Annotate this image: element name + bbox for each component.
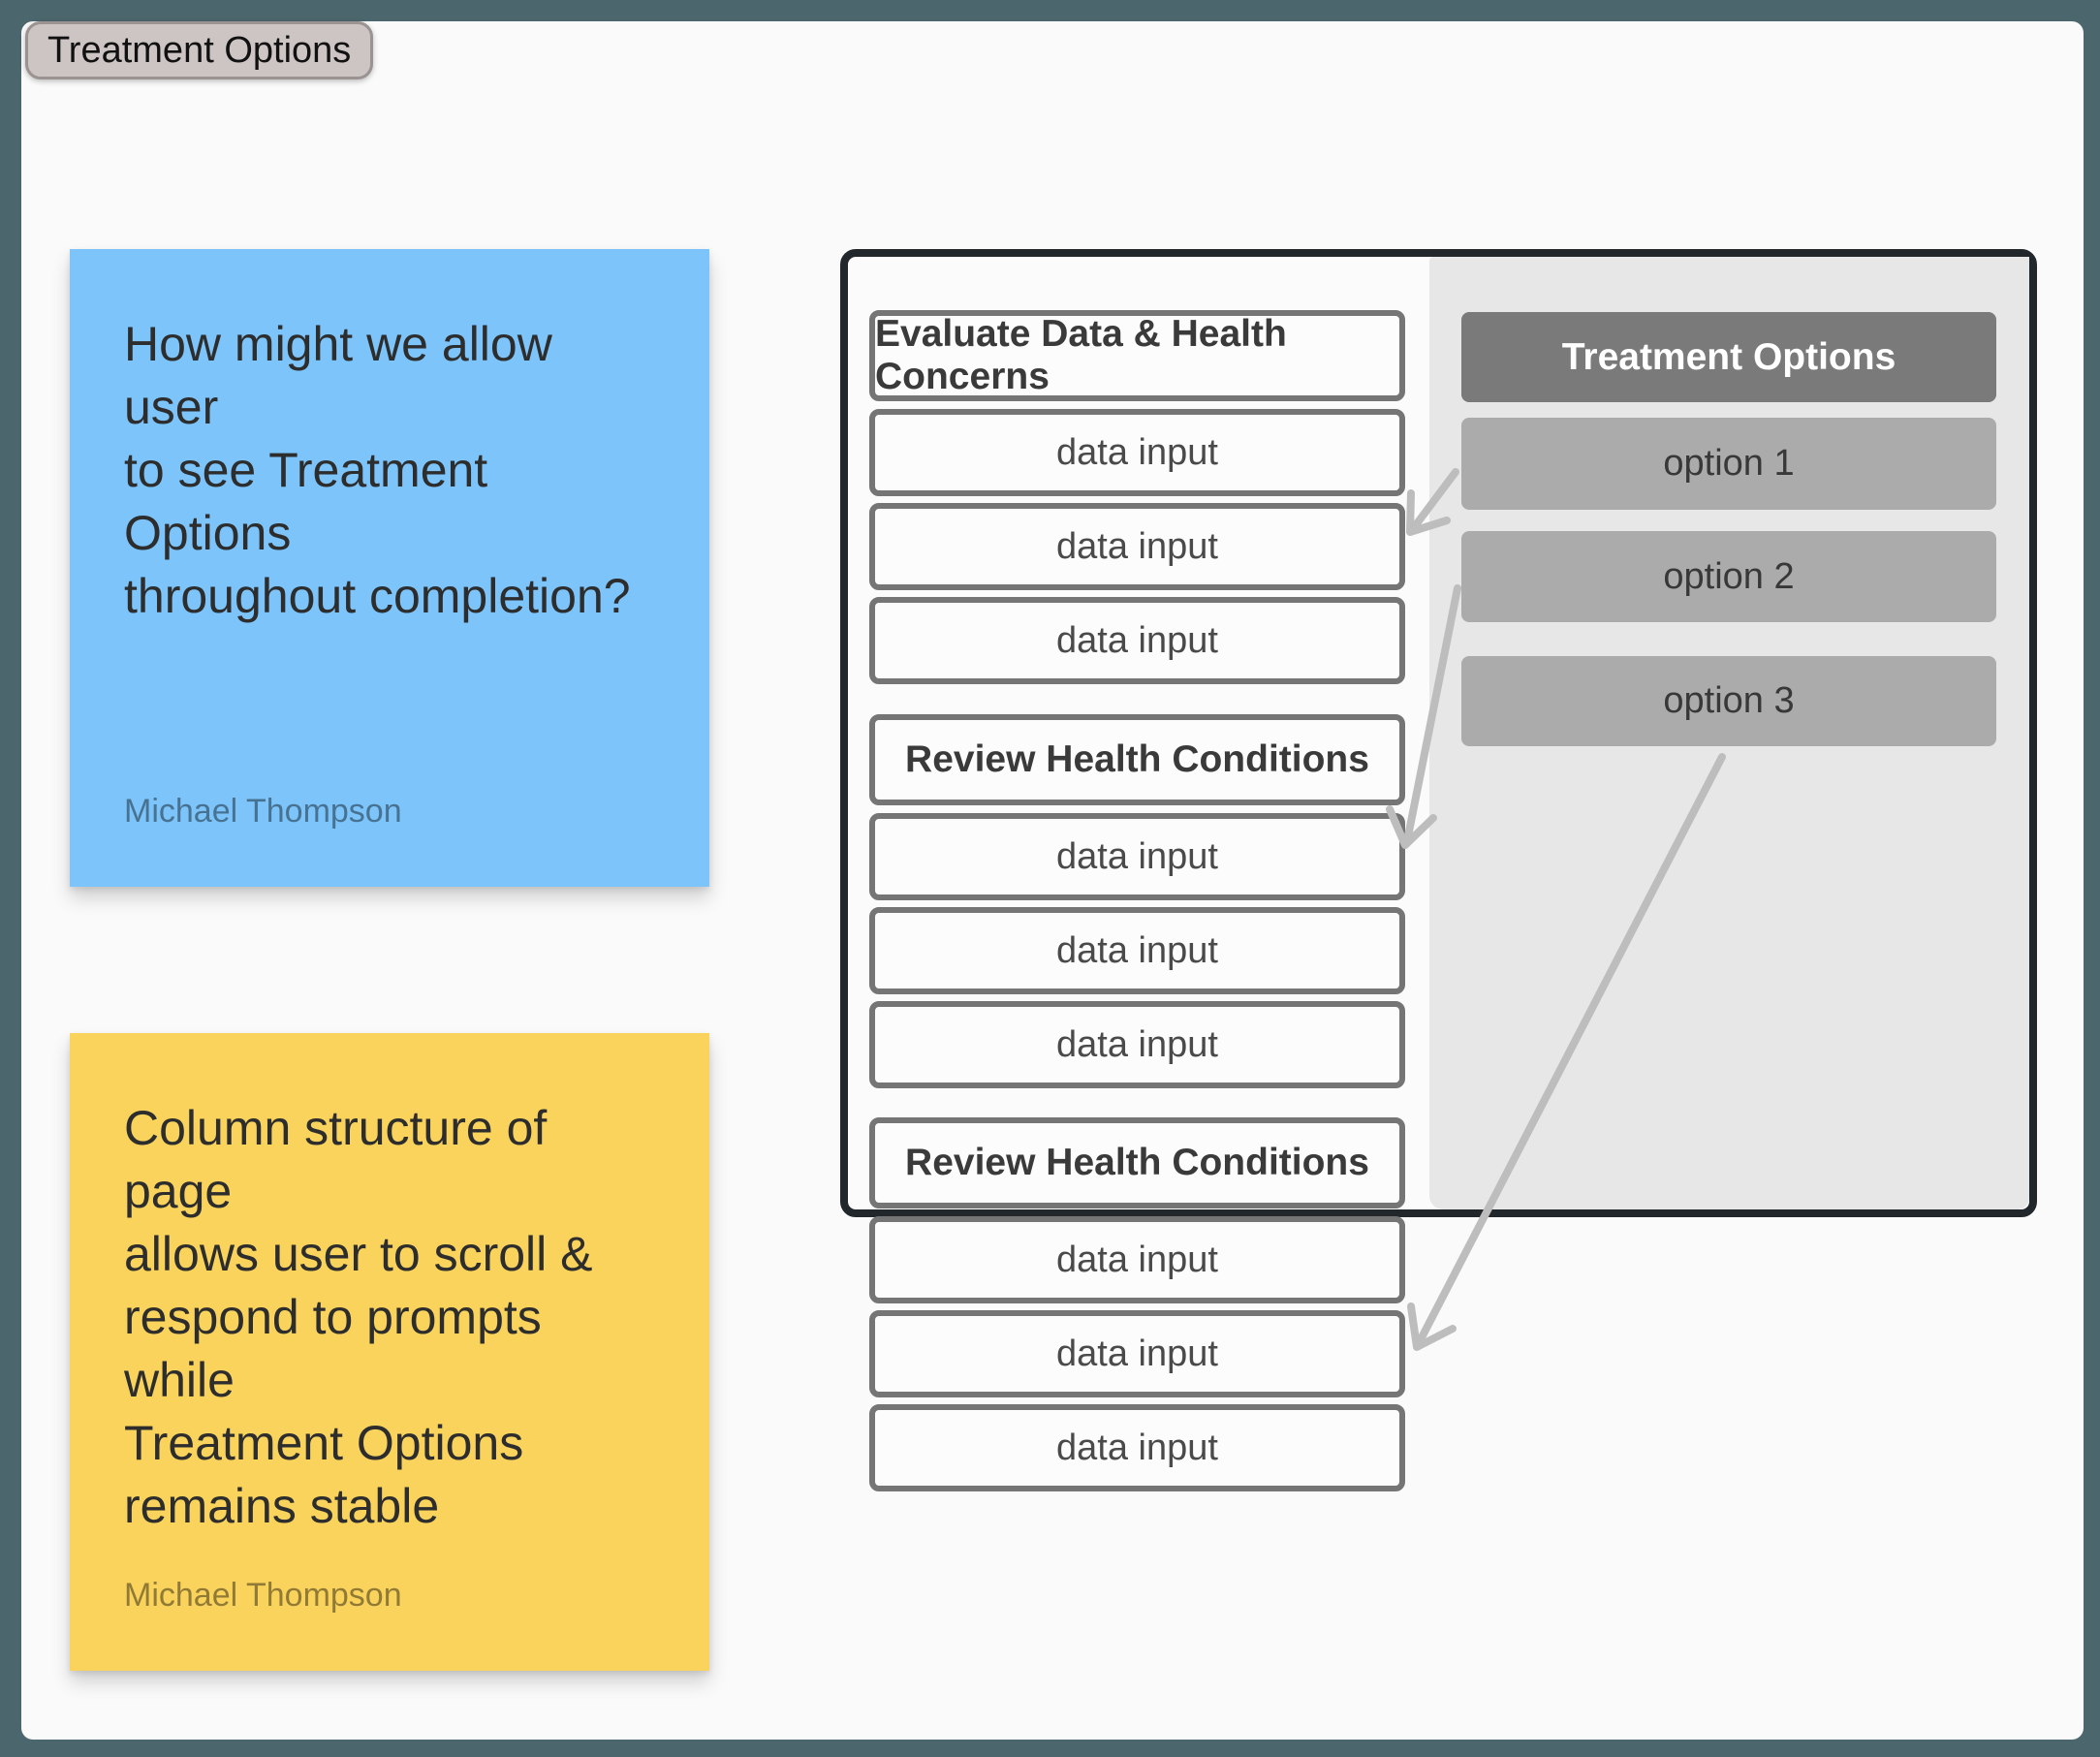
data-input-label: data input [1056,1239,1218,1280]
sticky-text-line: throughout completion? [124,569,631,623]
sticky-note-blue[interactable]: How might we allow user to see Treatment… [70,249,709,887]
sticky-text-line: remains stable [124,1479,440,1533]
data-input-box[interactable]: data input [869,597,1405,684]
data-input-label: data input [1056,431,1218,473]
data-input-label: data input [1056,835,1218,877]
sticky-text-line: allows user to scroll & [124,1227,593,1281]
frame-title-label: Treatment Options [47,29,352,71]
data-input-box[interactable]: data input [869,813,1405,900]
data-input-label: data input [1056,525,1218,567]
section-header-label: Evaluate Data & Health Concerns [875,313,1287,397]
data-input-label: data input [1056,619,1218,661]
frame-title-tab[interactable]: Treatment Options [25,21,373,79]
data-input-box[interactable]: data input [869,1404,1405,1491]
sticky-note-yellow[interactable]: Column structure of page allows user to … [70,1033,709,1671]
data-input-label: data input [1056,929,1218,971]
sticky-author: Michael Thompson [124,793,402,830]
data-input-box[interactable]: data input [869,907,1405,994]
data-input-box[interactable]: data input [869,1001,1405,1088]
data-input-box[interactable]: data input [869,1216,1405,1303]
option-label: option 2 [1663,555,1795,597]
data-input-label: data input [1056,1023,1218,1065]
data-input-box[interactable]: data input [869,503,1405,590]
treatment-options-header-label: Treatment Options [1561,335,1896,378]
option-label: option 3 [1663,680,1795,721]
data-input-label: data input [1056,1427,1218,1468]
section-header-label: Review Health Conditions [905,738,1369,780]
option-box[interactable]: option 2 [1461,531,1996,622]
data-input-box[interactable]: data input [869,409,1405,496]
sticky-text-line: How might we allow user [124,317,552,434]
data-input-label: data input [1056,1333,1218,1374]
option-box[interactable]: option 3 [1461,656,1996,746]
wireframe-section-header[interactable]: Review Health Conditions [869,1117,1405,1208]
sticky-text-line: Column structure of page [124,1101,548,1218]
option-box[interactable]: option 1 [1461,418,1996,510]
sticky-author: Michael Thompson [124,1577,402,1614]
sticky-text-line: Treatment Options [124,1416,524,1470]
section-header-label: Review Health Conditions [905,1142,1369,1183]
treatment-options-header[interactable]: Treatment Options [1461,312,1996,402]
sticky-text-line: to see Treatment Options [124,443,488,560]
data-input-box[interactable]: data input [869,1310,1405,1397]
sticky-text-line: respond to prompts while [124,1290,542,1407]
wireframe-section-header[interactable]: Review Health Conditions [869,714,1405,805]
wireframe-section-header[interactable]: Evaluate Data & Health Concerns [869,310,1405,401]
option-label: option 1 [1663,443,1795,484]
